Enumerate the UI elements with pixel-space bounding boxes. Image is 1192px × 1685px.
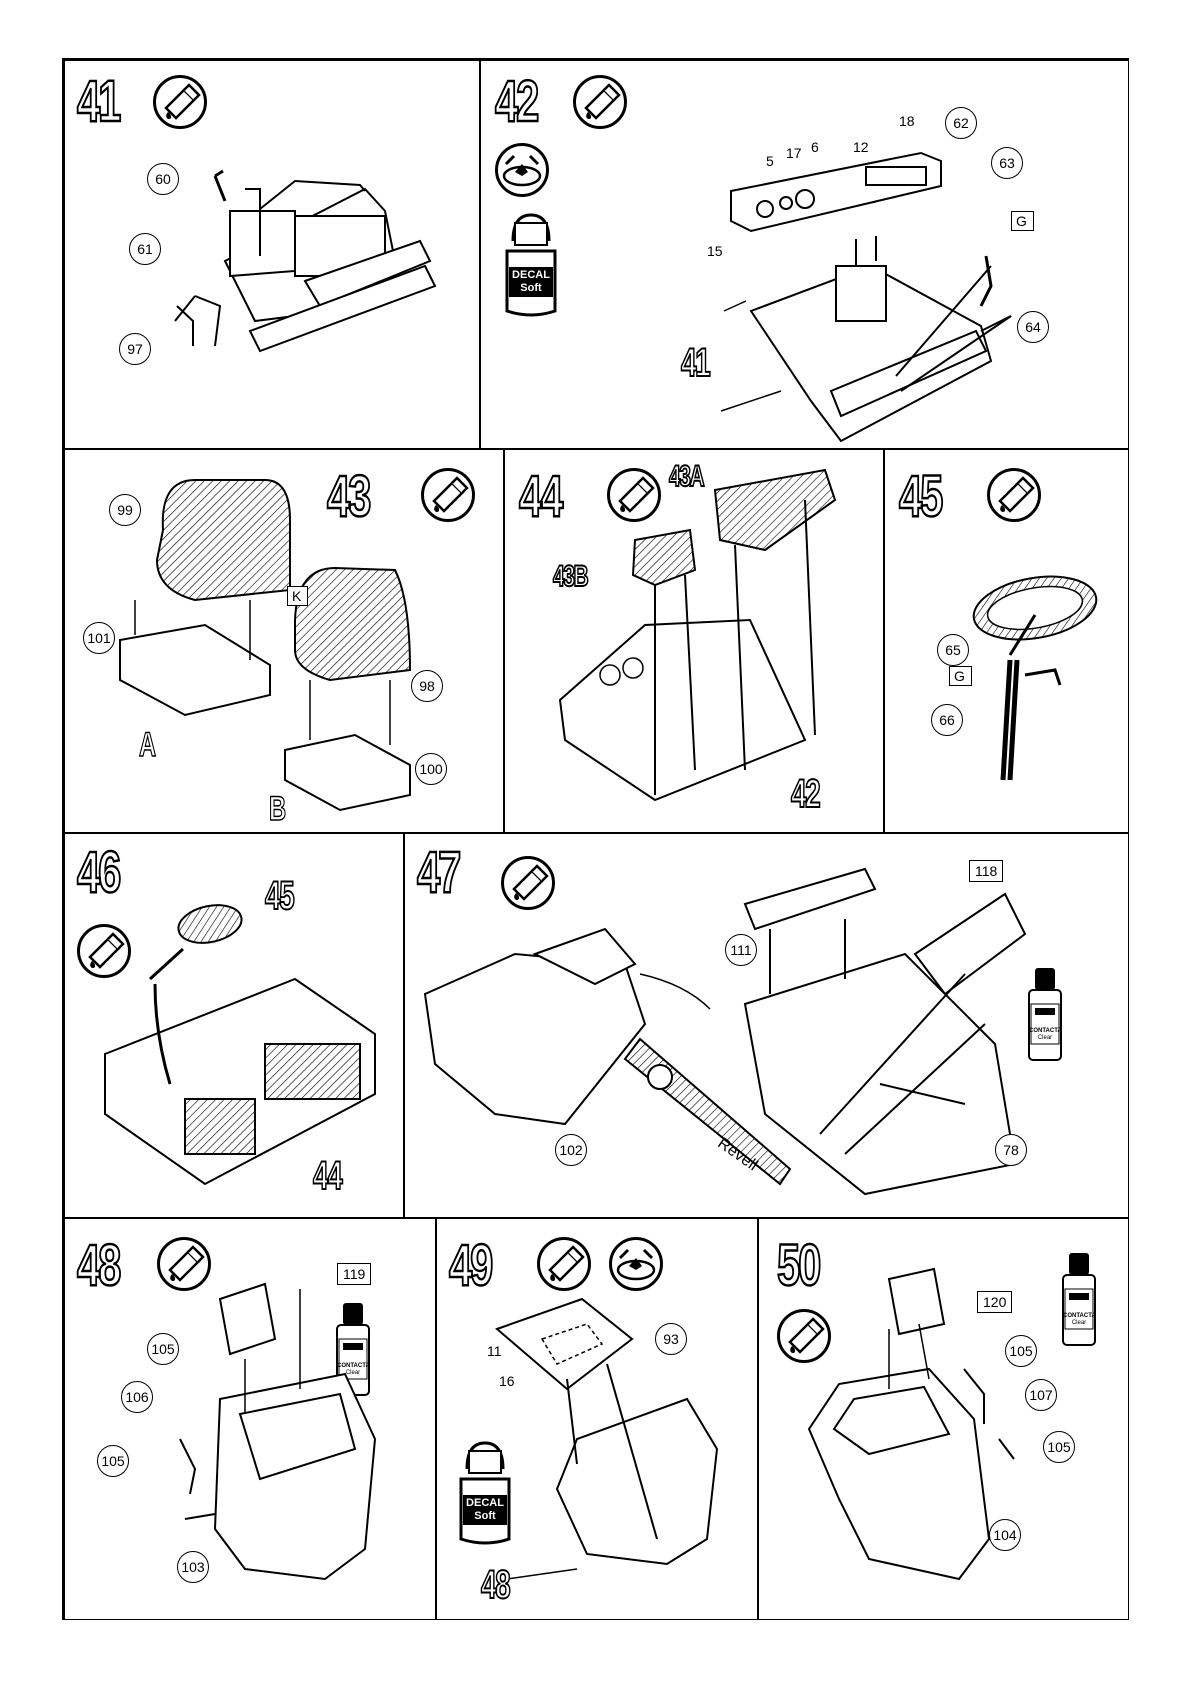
seat-install-drawing <box>505 450 884 833</box>
step-50-panel: 50 CONTACTA Clear 120 105 107 105 104 <box>758 1218 1129 1620</box>
part-callout: 107 <box>1025 1379 1057 1411</box>
part-callout: 64 <box>1017 311 1049 343</box>
part-callout: 105 <box>1005 1335 1037 1367</box>
part-callout: 63 <box>991 147 1023 179</box>
part-callout: 103 <box>177 1551 209 1583</box>
part-flag-g: G <box>949 666 972 686</box>
part-callout: 65 <box>937 634 969 666</box>
part-label: 6 <box>811 139 819 155</box>
bottle-line2: Clear <box>1029 1035 1061 1042</box>
part-callout: 111 <box>725 934 757 966</box>
part-label: 15 <box>707 243 723 259</box>
part-callout: 106 <box>121 1381 153 1413</box>
part-callout: 62 <box>945 107 977 139</box>
part-label: 16 <box>499 1373 515 1389</box>
reference-step: 48 <box>481 1563 509 1608</box>
reference-step: 45 <box>265 874 293 919</box>
seat-letter: B <box>269 790 286 829</box>
step-41-panel: 41 60 61 97 <box>64 60 480 449</box>
step-45-panel: 45 65 G 66 <box>884 449 1129 833</box>
part-callout: 105 <box>147 1333 179 1365</box>
step-43-panel: 43 99 101 98 100 K A B <box>64 449 504 833</box>
floor-pan-drawing <box>65 61 480 449</box>
dashboard-drawing <box>481 61 1129 449</box>
step-49-panel: 49 DECAL Soft 11 16 93 48 <box>436 1218 758 1620</box>
part-callout: 60 <box>147 163 179 195</box>
part-callout: 99 <box>109 494 141 526</box>
part-callout: 102 <box>555 1134 587 1166</box>
part-box-label: 118 <box>969 860 1003 882</box>
door-right-drawing <box>759 1219 1129 1620</box>
part-callout: 93 <box>655 1323 687 1355</box>
step-42-panel: 42 DECAL Soft 5 17 6 <box>480 60 1129 449</box>
part-callout: 100 <box>415 753 447 785</box>
step-46-panel: 46 45 44 <box>64 833 404 1218</box>
part-flag-g: G <box>1011 211 1034 231</box>
reference-step: 43A <box>669 460 703 494</box>
part-label: 12 <box>853 139 869 155</box>
reference-step: 41 <box>681 341 709 386</box>
part-callout: 105 <box>97 1445 129 1477</box>
part-callout: 61 <box>129 233 161 265</box>
bottle-line1: CONTACTA <box>1029 1028 1061 1035</box>
interior-assembly-drawing <box>65 834 404 1218</box>
seat-letter: A <box>139 726 156 765</box>
reference-step: 44 <box>313 1154 341 1199</box>
part-label: 18 <box>899 113 915 129</box>
reference-step: 42 <box>791 772 819 817</box>
reference-step: 43B <box>553 560 587 594</box>
step-47-panel: 47 111 118 CONTACTA Clear 102 78 Revell <box>404 833 1129 1218</box>
door-window-drawing <box>437 1219 758 1620</box>
part-label: 17 <box>786 145 802 161</box>
part-callout: 101 <box>83 622 115 654</box>
part-callout: 98 <box>411 670 443 702</box>
step-48-panel: 48 119 CONTACTA Clear 105 106 105 103 <box>64 1218 436 1620</box>
contacta-bottle: CONTACTA Clear <box>1025 964 1065 1064</box>
part-label: 11 <box>487 1343 502 1359</box>
step-44-panel: 44 43A 43B 42 <box>504 449 884 833</box>
part-callout: 105 <box>1043 1431 1075 1463</box>
part-flag-k: K <box>287 586 308 606</box>
part-callout: 66 <box>931 704 963 736</box>
part-label: 5 <box>766 153 774 169</box>
part-callout: 97 <box>119 333 151 365</box>
door-left-drawing <box>65 1219 436 1620</box>
part-callout: 78 <box>995 1134 1027 1166</box>
instruction-sheet: 41 60 61 97 42 DECAL Soft <box>62 58 1129 1620</box>
part-callout: 104 <box>989 1519 1021 1551</box>
steering-wheel-drawing <box>885 450 1129 833</box>
